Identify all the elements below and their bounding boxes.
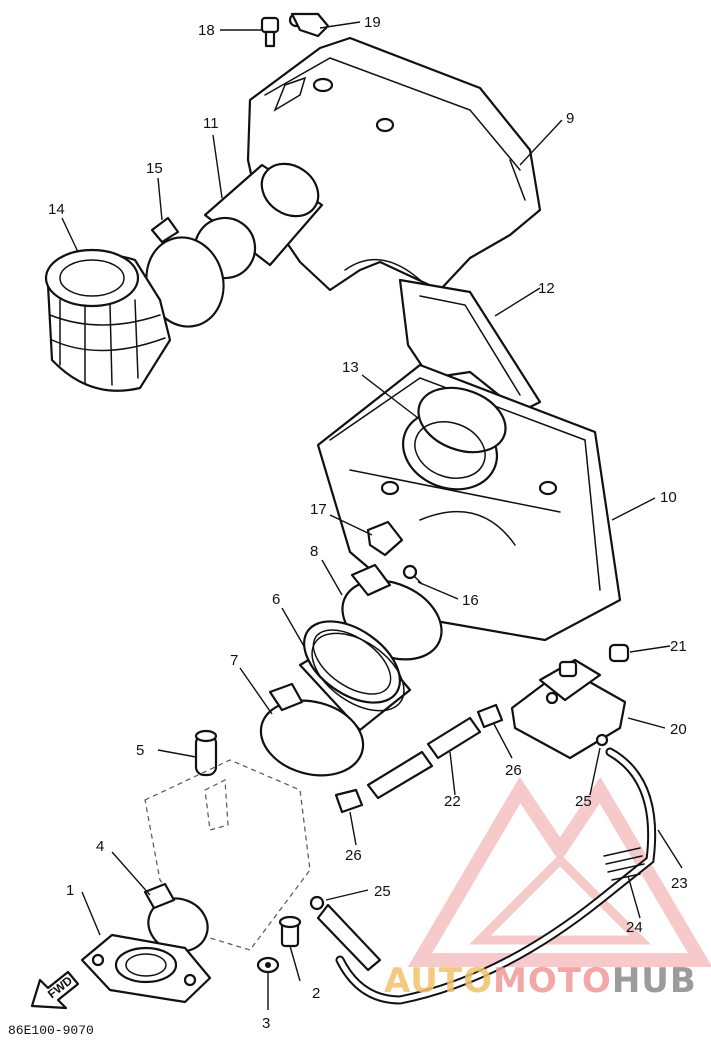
part-17-bracket — [366, 520, 404, 557]
part-24-spring — [603, 847, 645, 881]
part-14-air-filter — [44, 248, 172, 392]
part-22-hoses — [366, 716, 482, 800]
part-21-nut — [608, 643, 630, 663]
part-3-washer — [256, 956, 280, 974]
part-25-washer-lower — [309, 895, 325, 911]
part-19-clip — [288, 12, 330, 38]
part-6-carburetor-joint — [298, 620, 412, 732]
part-16-screw — [402, 564, 423, 585]
callout-16: 16 — [462, 592, 479, 609]
diagram-code: 86E100-9070 — [8, 1023, 94, 1038]
part-26-clip-left — [334, 788, 364, 814]
callout-24: 24 — [626, 919, 643, 936]
watermark-text: AUTOMOTOHUB — [384, 961, 697, 1001]
callout-22: 22 — [444, 793, 461, 810]
callout-25-lower: 25 — [374, 883, 391, 900]
part-1-manifold — [80, 933, 212, 1004]
callout-18: 18 — [198, 22, 215, 39]
callout-1: 1 — [66, 882, 74, 899]
callout-13: 13 — [342, 359, 359, 376]
part-2-bolt — [278, 915, 302, 948]
callout-25-upper: 25 — [575, 793, 592, 810]
callout-17: 17 — [310, 501, 327, 518]
callout-5: 5 — [136, 742, 144, 759]
leader-lines — [61, 21, 683, 1010]
callout-10: 10 — [660, 489, 677, 506]
callout-6: 6 — [272, 591, 280, 608]
part-18-bolt — [260, 16, 280, 48]
callout-21: 21 — [670, 638, 687, 655]
part-26-clip-right — [476, 703, 504, 729]
callout-9: 9 — [566, 110, 574, 127]
callout-3: 3 — [262, 1015, 270, 1032]
inlet-pipe — [316, 903, 382, 972]
part-5-pin — [194, 729, 218, 777]
part-10-air-cleaner-case — [316, 363, 622, 642]
callout-14: 14 — [48, 201, 65, 218]
callout-2: 2 — [312, 985, 320, 1002]
callout-26-left: 26 — [345, 847, 362, 864]
callout-26-right: 26 — [505, 762, 522, 779]
callout-labels: 1 2 3 4 5 6 7 8 9 10 11 12 13 14 15 16 1… — [48, 14, 688, 1032]
part-25-washer-upper — [595, 733, 609, 747]
part-12-gasket — [398, 278, 542, 414]
callout-20: 20 — [670, 721, 687, 738]
callout-12: 12 — [538, 280, 555, 297]
callout-15: 15 — [146, 160, 163, 177]
callout-4: 4 — [96, 838, 104, 855]
callout-23: 23 — [671, 875, 688, 892]
callout-7: 7 — [230, 652, 238, 669]
watermark-moto: MOTO — [493, 961, 612, 1001]
fwd-arrow: FWD — [30, 970, 80, 1010]
part-13-rubber-joint — [401, 386, 507, 491]
part-11-joint-tube — [193, 162, 324, 280]
callout-8: 8 — [310, 543, 318, 560]
part-20-fuel-pump — [510, 658, 627, 760]
callout-11: 11 — [203, 115, 219, 132]
part-23-fuel-hose — [335, 747, 657, 1005]
part-15-clamp — [145, 216, 225, 328]
callout-19: 19 — [364, 14, 381, 31]
watermark-triangle-outer — [407, 776, 711, 967]
watermark-hub: HUB — [612, 961, 697, 1001]
part-7-clamp — [259, 682, 365, 777]
watermark-auto: AUTO — [384, 961, 493, 1001]
